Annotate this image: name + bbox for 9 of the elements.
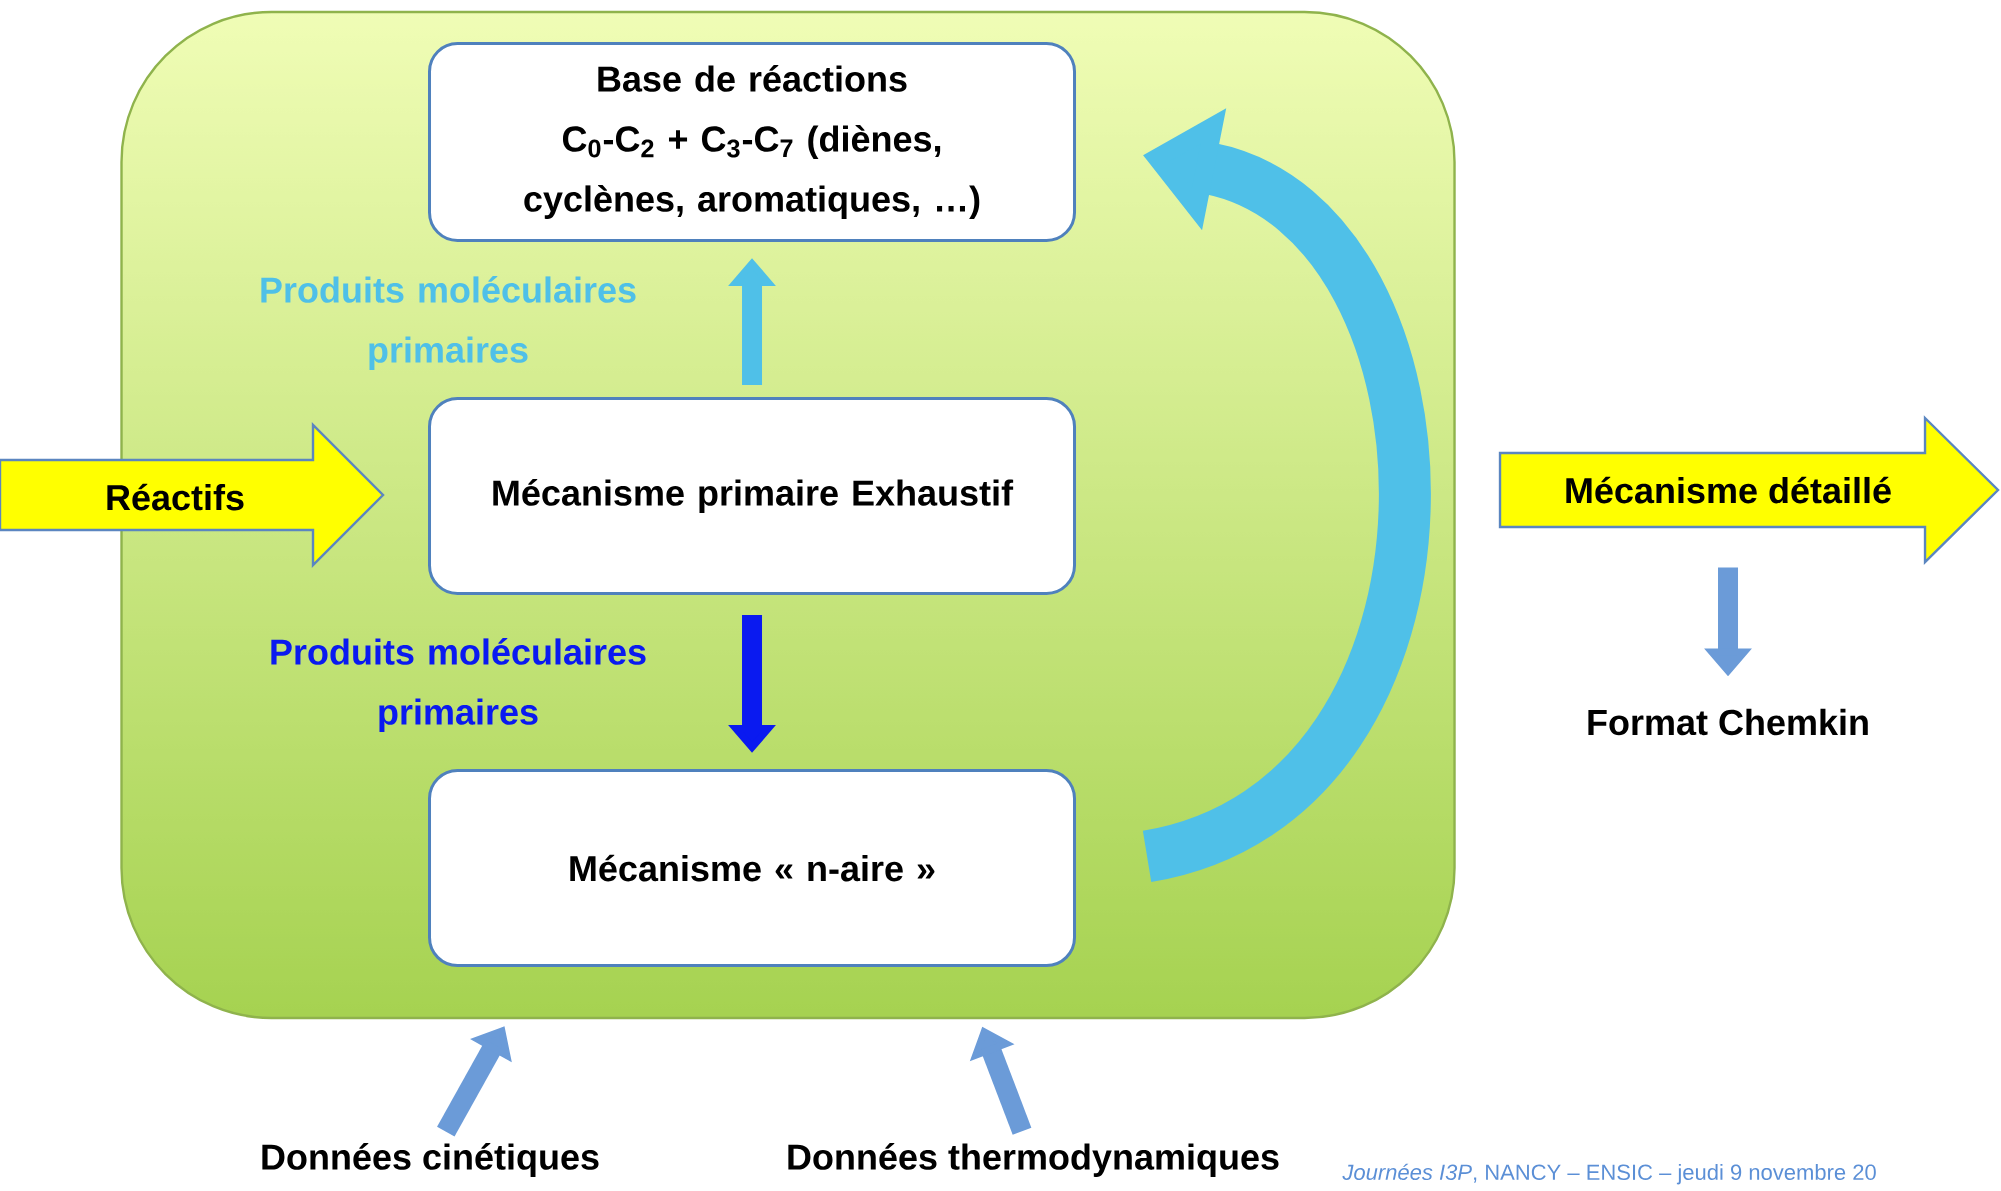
footer-text: Journées I3P, NANCY – ENSIC – jeudi 9 novembre 20 (1342, 1163, 1876, 1185)
text-label: Données thermodynamiques (788, 1143, 1279, 1177)
text-label: Données cinétiques (262, 1143, 599, 1177)
edge-label: Produits moléculaires primaires (271, 638, 646, 732)
process-box: Base de réactions C$_{0}$-C$_{2}$ + C$_{3}$-C$_{7}$ (diènes, cyclènes, aromatiques, …) (428, 42, 1076, 242)
edge-label: Produits moléculaires primaires (261, 276, 636, 370)
text-label: Format Chemkin (1588, 708, 1868, 736)
process-box: Mécanisme primaire Exhaustif (428, 397, 1076, 595)
process-box: Mécanisme « n-aire » (428, 769, 1076, 967)
